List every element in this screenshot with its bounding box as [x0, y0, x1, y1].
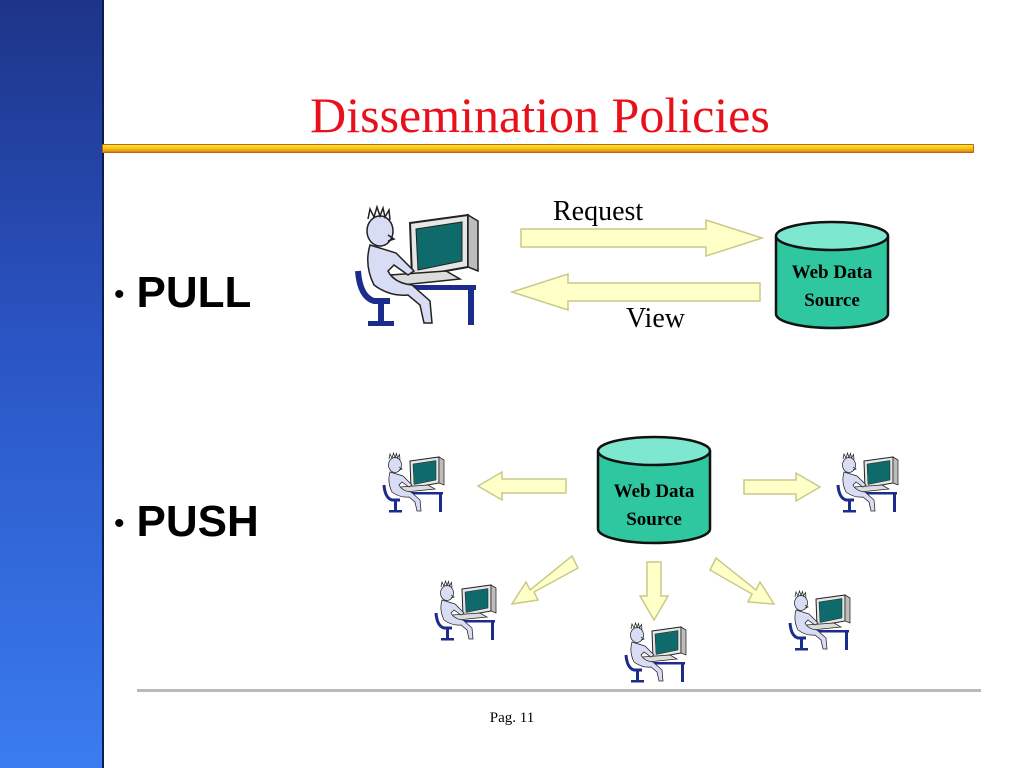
sidebar-band	[0, 0, 104, 768]
push-arrow-downright-icon	[709, 556, 776, 605]
push-user-icon	[382, 451, 446, 514]
pull-db-label-1: Web Data	[792, 262, 873, 283]
request-label: Request	[553, 196, 644, 227]
pull-user-icon	[358, 207, 478, 326]
push-db-label-2: Source	[626, 509, 682, 530]
view-arrow-icon	[509, 272, 761, 312]
push-db-label-1: Web Data	[614, 481, 695, 502]
push-arrow-downleft-icon	[510, 554, 579, 605]
pull-db-label-2: Source	[804, 290, 860, 311]
footer-rule	[137, 689, 981, 692]
page-number: Pag. 11	[489, 710, 535, 726]
push-user-icon	[624, 621, 688, 684]
request-arrow-icon	[520, 218, 765, 258]
bullet-push: • PUSH	[114, 497, 259, 547]
push-user-icon	[788, 589, 852, 652]
bullet-push-label: PUSH	[136, 497, 259, 546]
bullet-pull-label: PULL	[136, 268, 252, 317]
slide-title: Dissemination Policies	[310, 87, 770, 143]
push-user-icon	[836, 451, 900, 514]
push-user-icon	[434, 579, 498, 642]
push-arrow-left-icon	[476, 470, 567, 502]
push-arrow-right-icon	[743, 471, 822, 503]
title-underline	[102, 144, 974, 153]
bullet-pull: • PULL	[114, 268, 251, 318]
bullet-marker: •	[114, 507, 125, 541]
bullet-marker: •	[114, 278, 125, 312]
push-arrow-down-icon	[638, 561, 670, 622]
view-label: View	[626, 303, 685, 334]
